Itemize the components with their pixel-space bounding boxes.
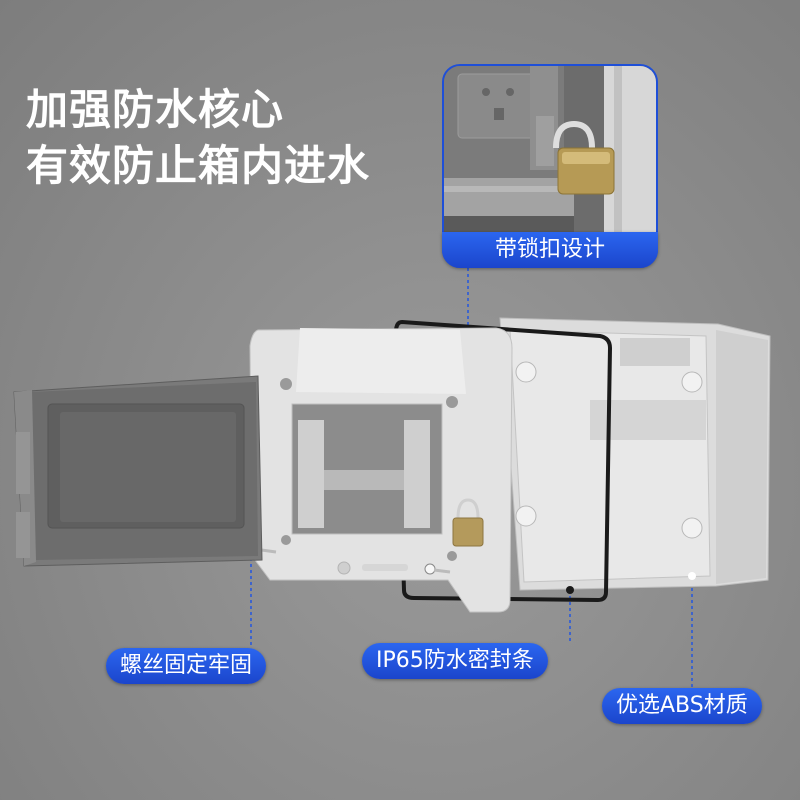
callout-abs-material: 优选ABS材质 xyxy=(602,688,762,724)
base-box xyxy=(499,317,771,591)
headline-line-2: 有效防止箱内进水 xyxy=(26,141,371,190)
padlock-small xyxy=(452,498,484,547)
screw-right xyxy=(424,563,451,575)
callout-lock-design: 带锁扣设计 xyxy=(442,232,658,268)
callout-waterproof-seal: IP65防水密封条 xyxy=(362,643,548,679)
transparent-door xyxy=(13,375,263,567)
headline: 加强防水核心 有效防止箱内进水 xyxy=(26,82,370,194)
headline-line-1: 加强防水核心 xyxy=(26,85,285,134)
front-frame xyxy=(245,327,513,613)
waterproof-gasket xyxy=(393,319,613,603)
callout-screw-fixing: 螺丝固定牢固 xyxy=(106,648,267,684)
padlock-icon xyxy=(557,147,615,195)
